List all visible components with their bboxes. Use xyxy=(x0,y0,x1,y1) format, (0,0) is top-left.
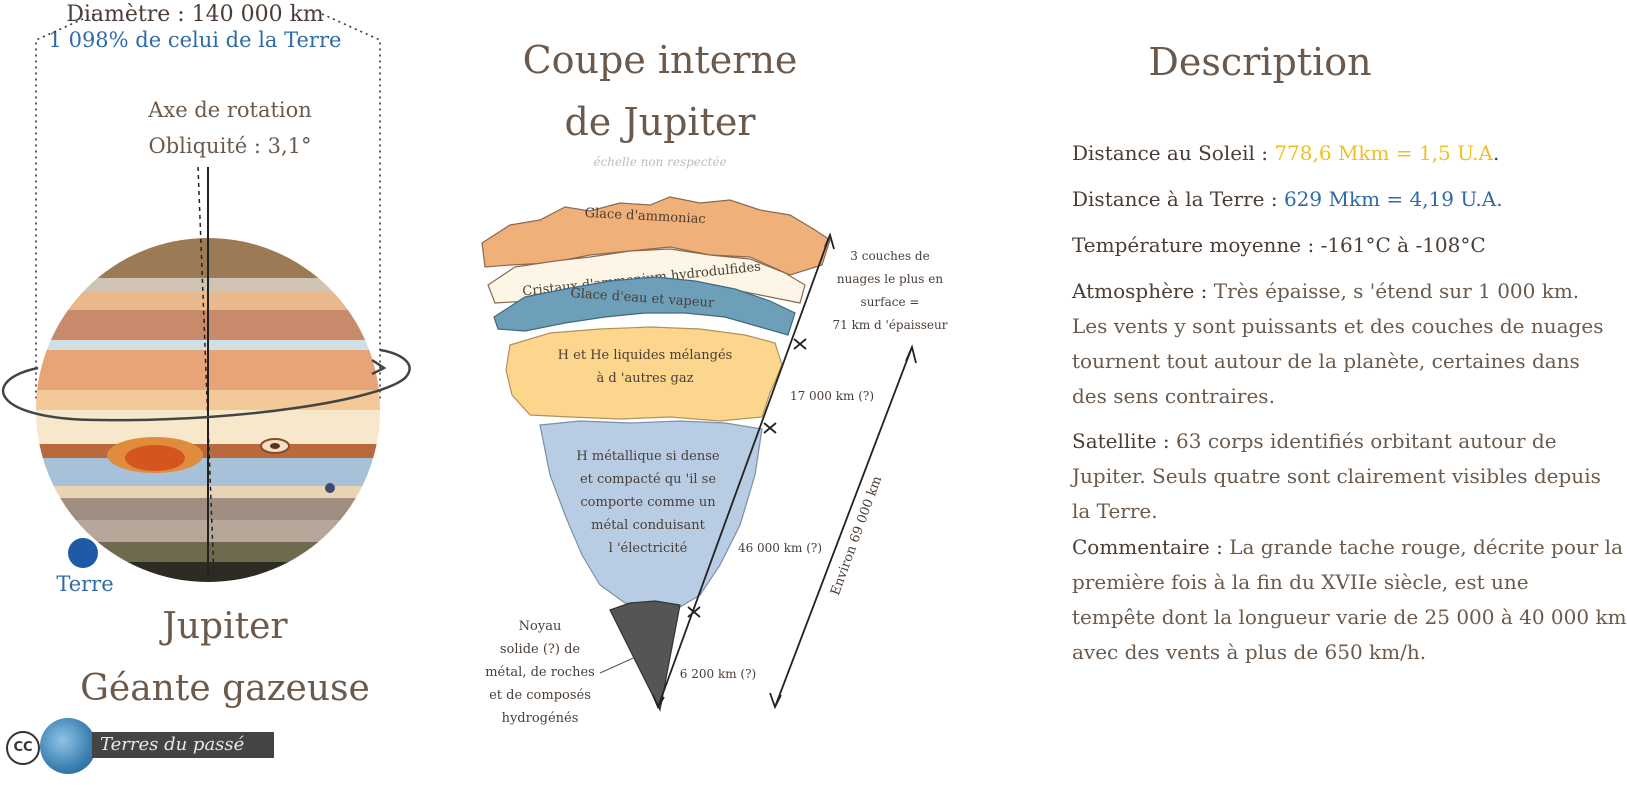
dimension-17000: 17 000 km (?) xyxy=(790,389,874,403)
distance-earth-label: Distance à la Terre : xyxy=(1072,187,1284,211)
logo-text: Terres du passé xyxy=(100,734,245,755)
layer-liquid-hydrogen-helium xyxy=(505,326,783,422)
distance-sun-label: Distance au Soleil : xyxy=(1072,141,1275,165)
jupiter-illustration xyxy=(1,13,411,582)
distance-sun-value: 778,6 Mkm = 1,5 U.A xyxy=(1274,141,1493,165)
core-label-5: hydrogénés xyxy=(502,711,579,726)
distance-sun-row: Distance au Soleil : 778,6 Mkm = 1,5 U.A… xyxy=(1072,141,1499,165)
distance-earth-row: Distance à la Terre : 629 Mkm = 4,19 U.A… xyxy=(1072,187,1503,211)
metallic-label-5: l 'électricité xyxy=(609,541,688,556)
diameter-label: Diamètre : 140 000 km xyxy=(66,2,324,27)
depth-dimension-line xyxy=(652,232,835,709)
distance-earth-value: 629 Mkm = 4,19 U.A. xyxy=(1283,187,1503,211)
layer-ammonia-ice xyxy=(481,196,831,276)
core-label-4: et de composés xyxy=(489,688,591,703)
temperature-row: Température moyenne : -161°C à -108°C xyxy=(1072,233,1486,257)
atmosphere-text-2: Les vents y sont puissants et des couche… xyxy=(1072,314,1604,338)
atmosphere-row: Atmosphère : Très épaisse, s 'étend sur … xyxy=(1072,279,1579,303)
logo-bar xyxy=(92,732,274,758)
cross-section-title-line2: de Jupiter xyxy=(564,100,756,144)
atmosphere-text-4: des sens contraires. xyxy=(1072,384,1275,408)
satellite-row: Satellite : 63 corps identifiés orbitant… xyxy=(1072,429,1557,453)
globe-icon xyxy=(40,718,96,774)
layer-ammonia-ice-label: Glace d'ammoniac xyxy=(584,206,706,227)
metallic-label-3: comporte comme un xyxy=(580,495,716,510)
dimension-46000: 46 000 km (?) xyxy=(738,541,822,555)
earth-label: Terre xyxy=(56,572,114,596)
satellite-text-2: Jupiter. Seuls quatre sont clairement vi… xyxy=(1072,464,1601,488)
comment-text-2: première fois à la fin du XVIIe siècle, … xyxy=(1072,570,1529,594)
cross-section-title-line1: Coupe interne xyxy=(522,38,798,82)
atmosphere-text-3: tournent tout autour de la planète, cert… xyxy=(1072,349,1580,373)
layer-water-ice xyxy=(493,276,796,336)
core-pointer xyxy=(599,654,641,674)
planet-name: Jupiter xyxy=(162,606,288,647)
core-label-2: solide (?) de xyxy=(500,642,581,657)
jupiter-planet xyxy=(36,238,380,582)
layer-liquid-label-2: à d 'autres gaz xyxy=(597,371,694,386)
diameter-ratio-label: 1 098% de celui de la Terre xyxy=(48,28,342,52)
scale-note: échelle non respectée xyxy=(593,155,727,169)
cc-license-icon: CC xyxy=(6,731,40,765)
cloud-note-3: surface = xyxy=(861,295,920,309)
cloud-note-4: 71 km d 'épaisseur xyxy=(832,318,947,332)
obliquity-label: Obliquité : 3,1° xyxy=(148,134,312,158)
earth-dot xyxy=(68,538,98,568)
core-label-1: Noyau xyxy=(519,619,562,634)
atmosphere-text-1: Très épaisse, s 'étend sur 1 000 km. xyxy=(1213,279,1580,303)
cloud-note-1: 3 couches de xyxy=(850,249,929,263)
dimension-6200: 6 200 km (?) xyxy=(680,667,756,681)
layer-metallic-hydrogen xyxy=(539,420,763,611)
rotation-arrow-icon xyxy=(371,358,387,376)
metallic-label-1: H métallique si dense xyxy=(576,449,719,464)
distance-sun-end: . xyxy=(1492,141,1500,165)
comment-text-1: La grande tache rouge, décrite pour la xyxy=(1229,535,1623,559)
description-title: Description xyxy=(1148,40,1372,84)
total-dimension-line xyxy=(769,344,917,710)
satellite-text-1: 63 corps identifiés orbitant autour de xyxy=(1176,429,1557,453)
rotation-axis-label: Axe de rotation xyxy=(148,98,312,122)
comment-text-3: tempête dont la longueur varie de 25 000… xyxy=(1072,605,1627,629)
satellite-label: Satellite : xyxy=(1072,429,1177,453)
layer-liquid-label-1: H et He liquides mélangés xyxy=(558,348,733,363)
comment-row: Commentaire : La grande tache rouge, déc… xyxy=(1072,535,1623,559)
atmosphere-label: Atmosphère : xyxy=(1072,279,1214,303)
comment-text-4: avec des vents à plus de 650 km/h. xyxy=(1072,640,1427,664)
comment-label: Commentaire : xyxy=(1072,535,1230,559)
layer-core xyxy=(609,600,681,712)
rotation-ring xyxy=(1,348,411,422)
satellite-text-3: la Terre. xyxy=(1072,499,1158,523)
cross-section-diagram: Glace d'ammoniac Cristaux d'ammonium hyd… xyxy=(481,196,948,726)
cloud-note-2: nuages le plus en xyxy=(837,272,943,286)
metallic-label-4: métal conduisant xyxy=(591,518,705,533)
planet-type: Géante gazeuse xyxy=(80,668,370,709)
core-label-3: métal, de roches xyxy=(485,665,595,680)
metallic-label-2: et compacté qu 'il se xyxy=(580,472,716,487)
